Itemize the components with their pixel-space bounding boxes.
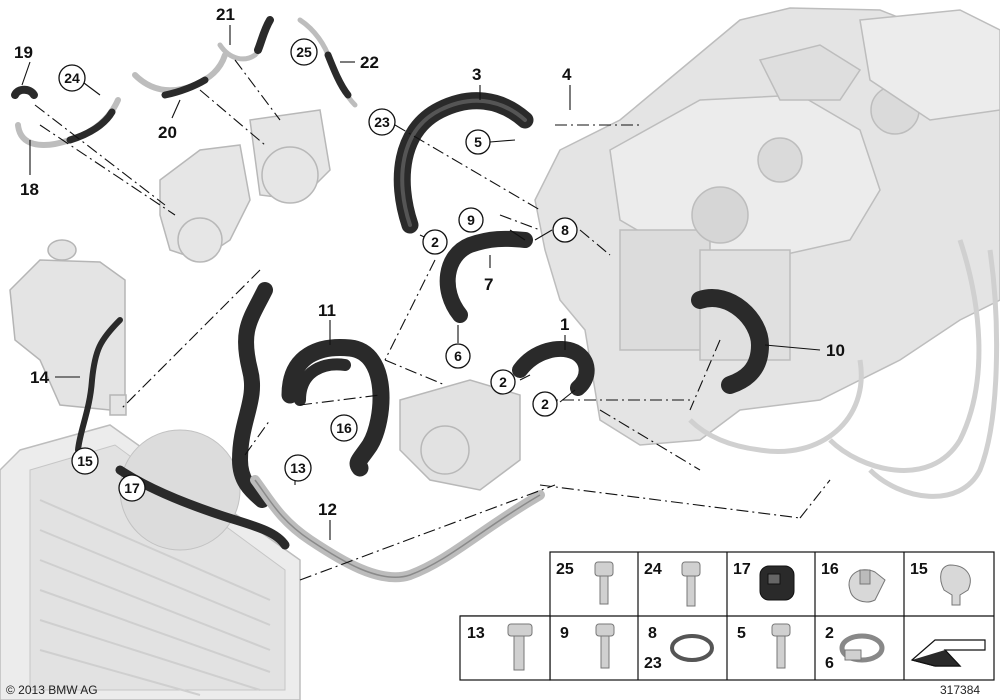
table-cell-16: 16 [821,561,839,578]
hose-clamp-2-icon [839,633,885,663]
clamp-16-icon [848,569,886,603]
circled-callouts: 2 2 2 5 6 8 9 13 15 16 17 23 24 25 [58,38,578,502]
direction-arrow-icon [910,639,986,667]
bolt-13-icon [507,623,533,671]
table-cell-6: 6 [825,655,834,672]
svg-text:15: 15 [77,453,93,469]
svg-text:24: 24 [64,70,80,86]
turbo-coolant-pipes [11,16,358,148]
callout-21: 21 [216,5,235,24]
circled-8: 8 [552,217,578,243]
hose-10 [691,289,770,394]
svg-text:23: 23 [374,114,390,130]
callout-numbers: 1 3 4 7 10 11 12 14 18 19 20 21 22 [14,5,845,519]
svg-text:9: 9 [467,212,475,228]
svg-text:16: 16 [336,420,352,436]
callout-18: 18 [20,180,39,199]
callout-4: 4 [562,65,572,84]
copyright-text: © 2013 BMW AG [6,683,98,697]
callout-11: 11 [318,301,336,320]
callout-22: 22 [360,53,379,72]
callout-1: 1 [560,315,569,334]
bolt-5-icon [771,623,791,669]
svg-text:13: 13 [290,460,306,476]
table-cell-13: 13 [467,625,485,642]
hoses [75,92,770,550]
hose-left [231,282,273,508]
expansion-tank [9,239,127,416]
circled-2-upper: 2 [422,229,448,255]
callout-10: 10 [826,341,845,360]
hose-11-inner [294,358,351,406]
table-cell-15: 15 [910,561,928,578]
circled-16: 16 [330,414,358,442]
table-cell-24: 24 [644,561,662,578]
callout-3: 3 [472,65,481,84]
svg-text:6: 6 [454,348,462,364]
hose-3 [393,92,534,234]
table-cell-2: 2 [825,625,834,642]
circled-5: 5 [465,129,491,155]
table-cell-17: 17 [733,561,751,578]
circled-17: 17 [118,474,146,502]
water-pump [399,379,521,491]
callout-12: 12 [318,500,337,519]
engine-cooling-lines [688,239,1000,499]
hose-14 [75,317,123,453]
table-cell-9: 9 [560,625,569,642]
svg-text:2: 2 [541,396,549,412]
svg-text:8: 8 [561,222,569,238]
circled-25: 25 [290,38,318,66]
svg-text:25: 25 [296,44,312,60]
table-cell-23: 23 [644,655,662,672]
clip-15-icon [940,564,971,606]
leader-lines [34,59,831,581]
circled-15: 15 [71,447,99,475]
circled-6: 6 [445,343,471,369]
bolt-9-icon [595,623,615,669]
bolt-25-icon [594,561,614,605]
oring-8-icon [670,634,714,662]
svg-text:17: 17 [124,480,140,496]
callout-7: 7 [484,275,493,294]
callout-20: 20 [158,123,177,142]
svg-text:2: 2 [431,234,439,250]
image-number: 317384 [940,683,980,697]
circled-9: 9 [458,207,484,233]
radiator [0,424,301,700]
hose-1 [512,341,595,396]
hose-7 [439,230,533,323]
grommet-17-icon [759,565,795,601]
engine-block [534,7,1000,446]
turbocharger [159,109,331,263]
parts-table: 25 24 17 16 15 13 9 8 23 5 2 6 [459,551,995,681]
svg-text:5: 5 [474,134,482,150]
circled-23: 23 [368,108,396,136]
circled-2-mid: 2 [490,369,516,395]
bolt-24-icon [681,561,701,607]
svg-text:2: 2 [499,374,507,390]
hose-17 [115,465,290,550]
circled-13: 13 [284,454,312,482]
circled-24: 24 [58,64,86,92]
table-cell-5: 5 [737,625,746,642]
hose-11 [281,339,390,477]
circled-2-lower: 2 [532,391,558,417]
callout-14: 14 [30,368,49,387]
table-cell-8: 8 [648,625,657,642]
table-cell-25: 25 [556,561,574,578]
callout-19: 19 [14,43,33,62]
